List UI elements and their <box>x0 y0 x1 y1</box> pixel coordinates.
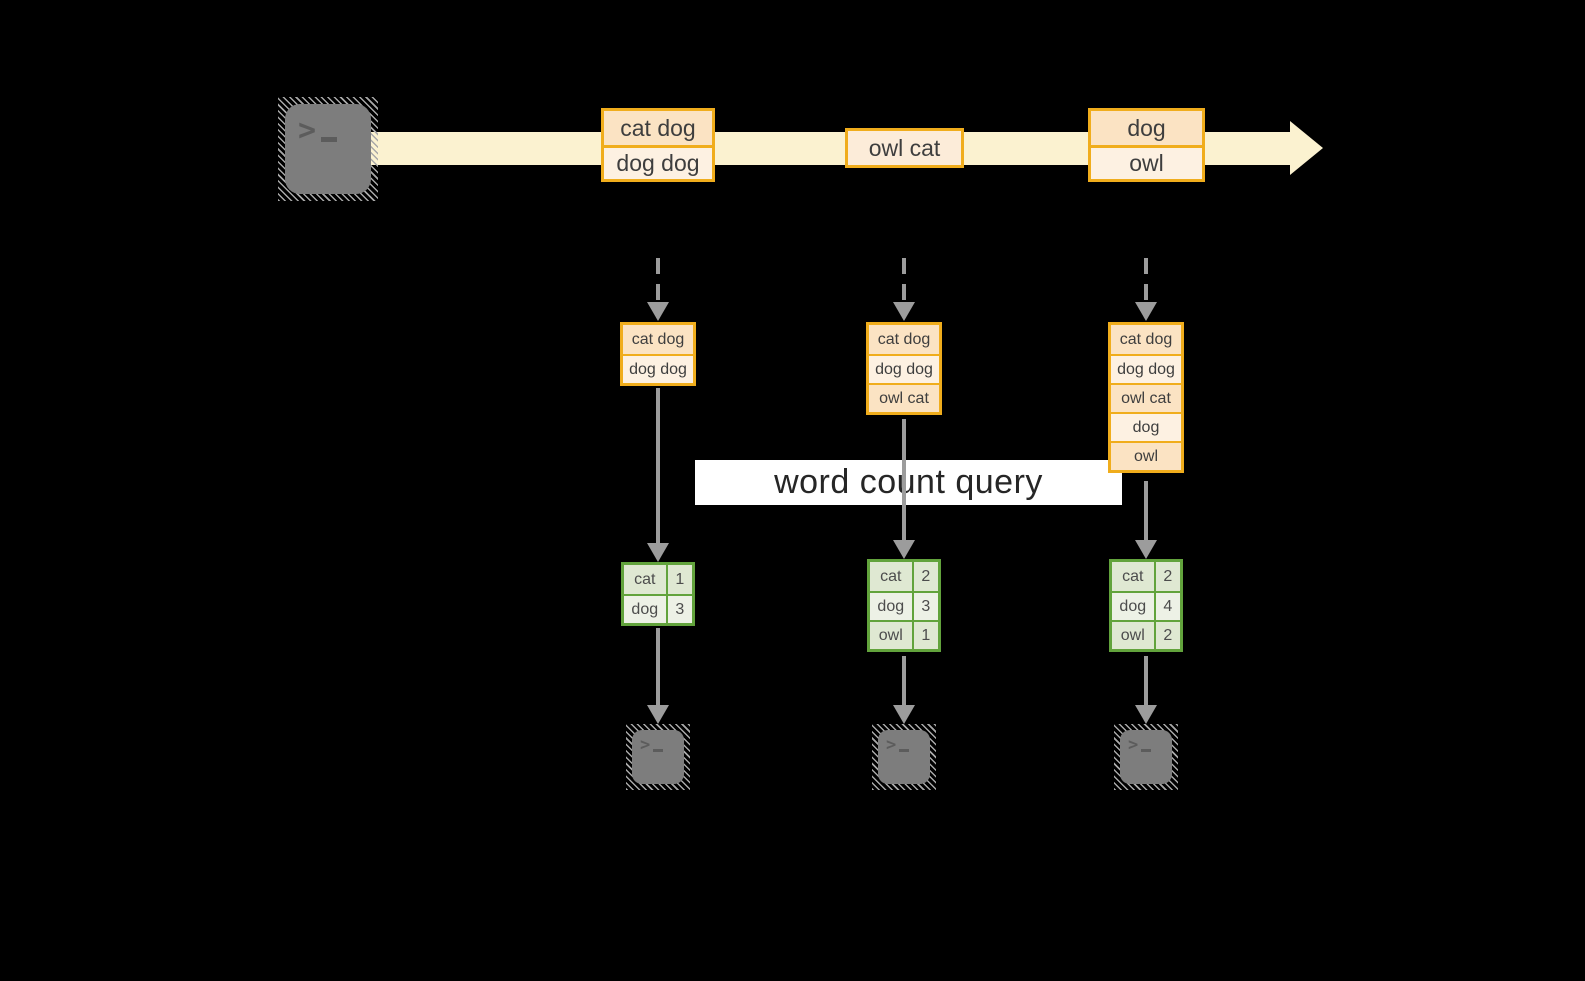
count-cell: 2 <box>1153 562 1180 591</box>
stream-event-line: cat dog <box>604 111 712 145</box>
prompt-icon: > <box>886 735 897 755</box>
buffer-line: owl cat <box>1111 383 1181 412</box>
stream-event-line: dog dog <box>604 145 712 179</box>
word-cell: cat <box>870 562 912 591</box>
table-row: dog 3 <box>624 594 692 623</box>
buffer-line: owl <box>1111 441 1181 470</box>
buffer-stack-1: cat dog dog dog <box>620 322 696 386</box>
buffer-line: dog <box>1111 412 1181 441</box>
terminal-body: > <box>285 104 371 194</box>
word-cell: cat <box>624 565 666 594</box>
word-count-table-2: cat 2 dog 3 owl 1 <box>867 559 941 652</box>
word-count-table-3: cat 2 dog 4 owl 2 <box>1109 559 1183 652</box>
flow-arrow-icon <box>647 388 669 562</box>
stream-event-line: dog <box>1091 111 1202 145</box>
stream-event-line: owl <box>1091 145 1202 179</box>
consumer-terminal-icon: > <box>626 724 690 790</box>
cursor-icon <box>899 749 910 752</box>
count-cell: 3 <box>911 593 938 620</box>
event-stream-arrowhead-icon <box>1290 121 1323 175</box>
word-cell: cat <box>1112 562 1154 591</box>
stream-event-box-1: cat dog dog dog <box>601 108 715 182</box>
cursor-icon <box>1141 749 1152 752</box>
table-row: owl 2 <box>1112 620 1180 649</box>
terminal-body: > <box>1120 730 1172 784</box>
flow-arrow-icon <box>647 628 669 724</box>
flow-arrow-icon <box>893 419 915 559</box>
prompt-icon: > <box>1128 735 1139 755</box>
buffer-stack-3: cat dog dog dog owl cat dog owl <box>1108 322 1184 473</box>
word-cell: dog <box>870 593 912 620</box>
count-cell: 2 <box>1153 622 1180 649</box>
count-cell: 4 <box>1153 593 1180 620</box>
stream-event-box-2: owl cat <box>845 128 964 168</box>
count-cell: 1 <box>665 565 692 594</box>
count-cell: 2 <box>911 562 938 591</box>
flow-arrow-icon <box>1135 481 1157 559</box>
consumer-terminal-icon: > <box>872 724 936 790</box>
table-row: cat 2 <box>870 562 938 591</box>
buffer-line: dog dog <box>869 354 939 383</box>
terminal-body: > <box>632 730 684 784</box>
table-row: cat 2 <box>1112 562 1180 591</box>
buffer-stack-2: cat dog dog dog owl cat <box>866 322 942 415</box>
query-banner: word count query <box>695 460 1122 505</box>
word-cell: owl <box>870 622 912 649</box>
buffer-line: dog dog <box>1111 354 1181 383</box>
stream-event-line: owl cat <box>848 131 961 165</box>
buffer-line: dog dog <box>623 354 693 383</box>
cursor-icon <box>321 137 338 142</box>
prompt-icon: > <box>640 735 651 755</box>
stream-event-box-3: dog owl <box>1088 108 1205 182</box>
table-row: cat 1 <box>624 565 692 594</box>
table-row: dog 3 <box>870 591 938 620</box>
word-cell: owl <box>1112 622 1154 649</box>
word-cell: dog <box>624 596 666 623</box>
buffer-line: owl cat <box>869 383 939 412</box>
count-cell: 3 <box>665 596 692 623</box>
table-row: owl 1 <box>870 620 938 649</box>
table-row: dog 4 <box>1112 591 1180 620</box>
word-count-table-1: cat 1 dog 3 <box>621 562 695 626</box>
source-terminal-icon: > <box>278 97 378 201</box>
buffer-line: cat dog <box>623 325 693 354</box>
word-cell: dog <box>1112 593 1154 620</box>
consumer-terminal-icon: > <box>1114 724 1178 790</box>
cursor-icon <box>653 749 664 752</box>
buffer-line: cat dog <box>869 325 939 354</box>
dashed-arrow-icon <box>893 258 915 321</box>
flow-arrow-icon <box>1135 656 1157 724</box>
count-cell: 1 <box>911 622 938 649</box>
terminal-body: > <box>878 730 930 784</box>
prompt-icon: > <box>298 113 317 148</box>
dashed-arrow-icon <box>647 258 669 321</box>
dashed-arrow-icon <box>1135 258 1157 321</box>
buffer-line: cat dog <box>1111 325 1181 354</box>
flow-arrow-icon <box>893 656 915 724</box>
